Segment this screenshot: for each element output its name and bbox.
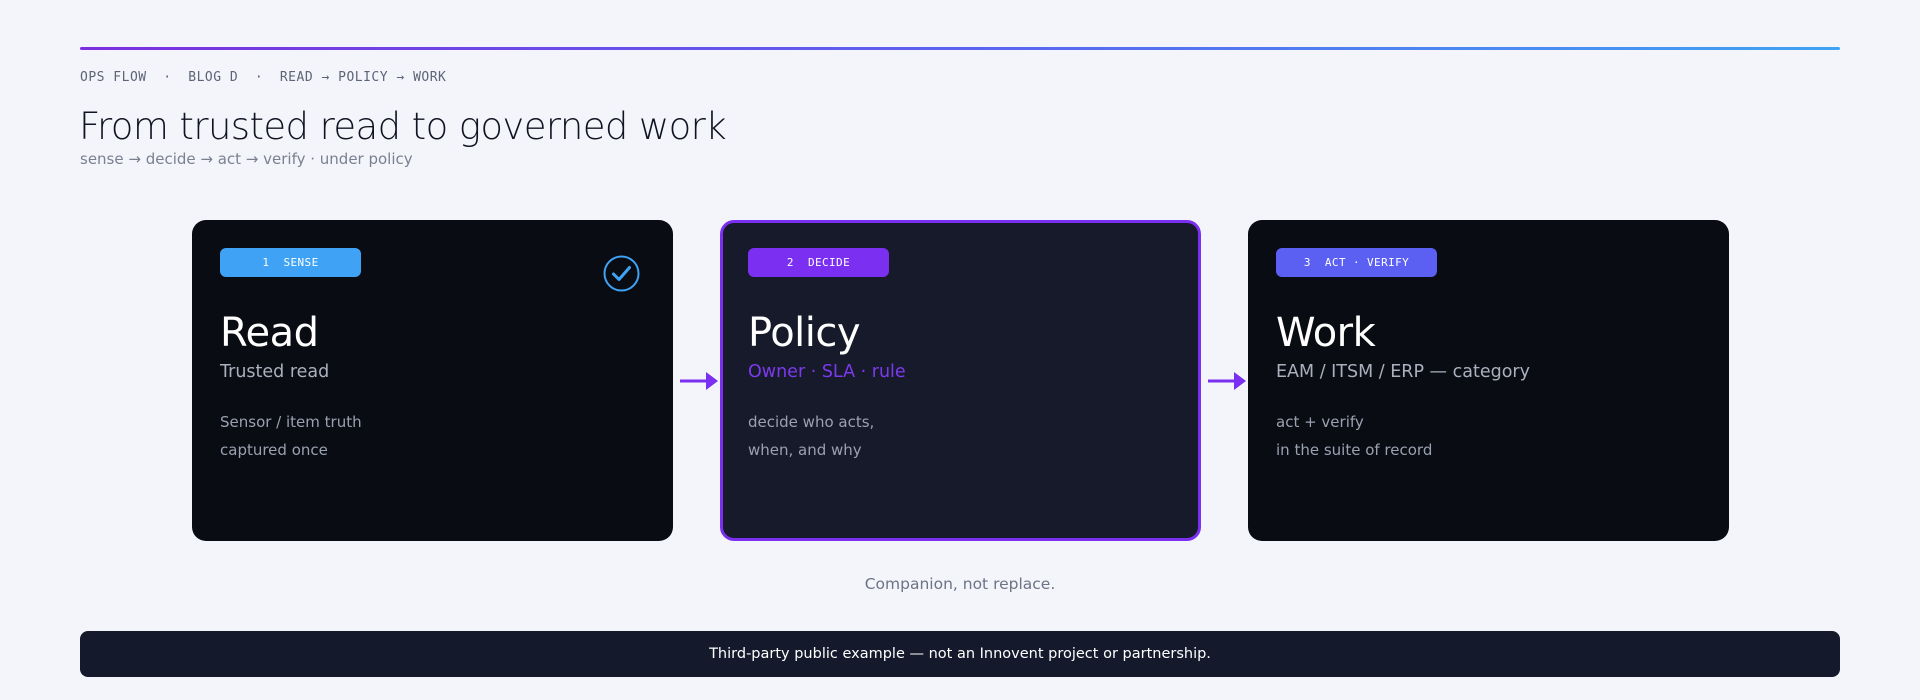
card-body-read: Sensor / item truth captured once bbox=[220, 408, 362, 464]
step-card-work: 3 ACT · VERIFY Work EAM / ITSM / ERP — c… bbox=[1248, 220, 1729, 541]
companion-note: Companion, not replace. bbox=[864, 575, 1056, 593]
card-title-work: Work bbox=[1276, 310, 1376, 356]
card-subtitle-work: EAM / ITSM / ERP — category bbox=[1276, 362, 1530, 382]
step-badge-decide: 2 DECIDE bbox=[748, 248, 889, 277]
card-subtitle-read: Trusted read bbox=[220, 362, 330, 382]
card-body-line: act + verify bbox=[1276, 413, 1364, 431]
card-body-policy: decide who acts, when, and why bbox=[748, 408, 874, 464]
step-badge-act-verify: 3 ACT · VERIFY bbox=[1276, 248, 1437, 277]
card-body-line: Sensor / item truth bbox=[220, 413, 362, 431]
check-circle-icon bbox=[603, 255, 640, 292]
card-body-line: captured once bbox=[220, 441, 328, 459]
step-badge-sense: 1 SENSE bbox=[220, 248, 361, 277]
flow-arrow-icon bbox=[680, 372, 718, 390]
top-gradient-rule bbox=[80, 47, 1840, 50]
card-body-line: when, and why bbox=[748, 441, 862, 459]
card-title-policy: Policy bbox=[748, 310, 861, 356]
disclaimer-banner: Third-party public example — not an Inno… bbox=[80, 631, 1840, 677]
step-card-policy: 2 DECIDE Policy Owner · SLA · rule decid… bbox=[720, 220, 1201, 541]
page-subtitle: sense → decide → act → verify · under po… bbox=[80, 150, 413, 168]
disclaimer-text: Third-party public example — not an Inno… bbox=[709, 646, 1211, 662]
page-title: From trusted read to governed work bbox=[79, 105, 727, 148]
card-body-line: decide who acts, bbox=[748, 413, 875, 431]
card-body-line: in the suite of record bbox=[1276, 441, 1433, 459]
flow-arrow-icon bbox=[1208, 372, 1246, 390]
eyebrow-breadcrumb: OPS FLOW · BLOG D · READ → POLICY → WORK bbox=[80, 70, 447, 85]
card-body-work: act + verify in the suite of record bbox=[1276, 408, 1432, 464]
card-title-read: Read bbox=[220, 310, 319, 356]
card-subtitle-policy: Owner · SLA · rule bbox=[748, 362, 906, 382]
step-card-read: 1 SENSE Read Trusted read Sensor / item … bbox=[192, 220, 673, 541]
